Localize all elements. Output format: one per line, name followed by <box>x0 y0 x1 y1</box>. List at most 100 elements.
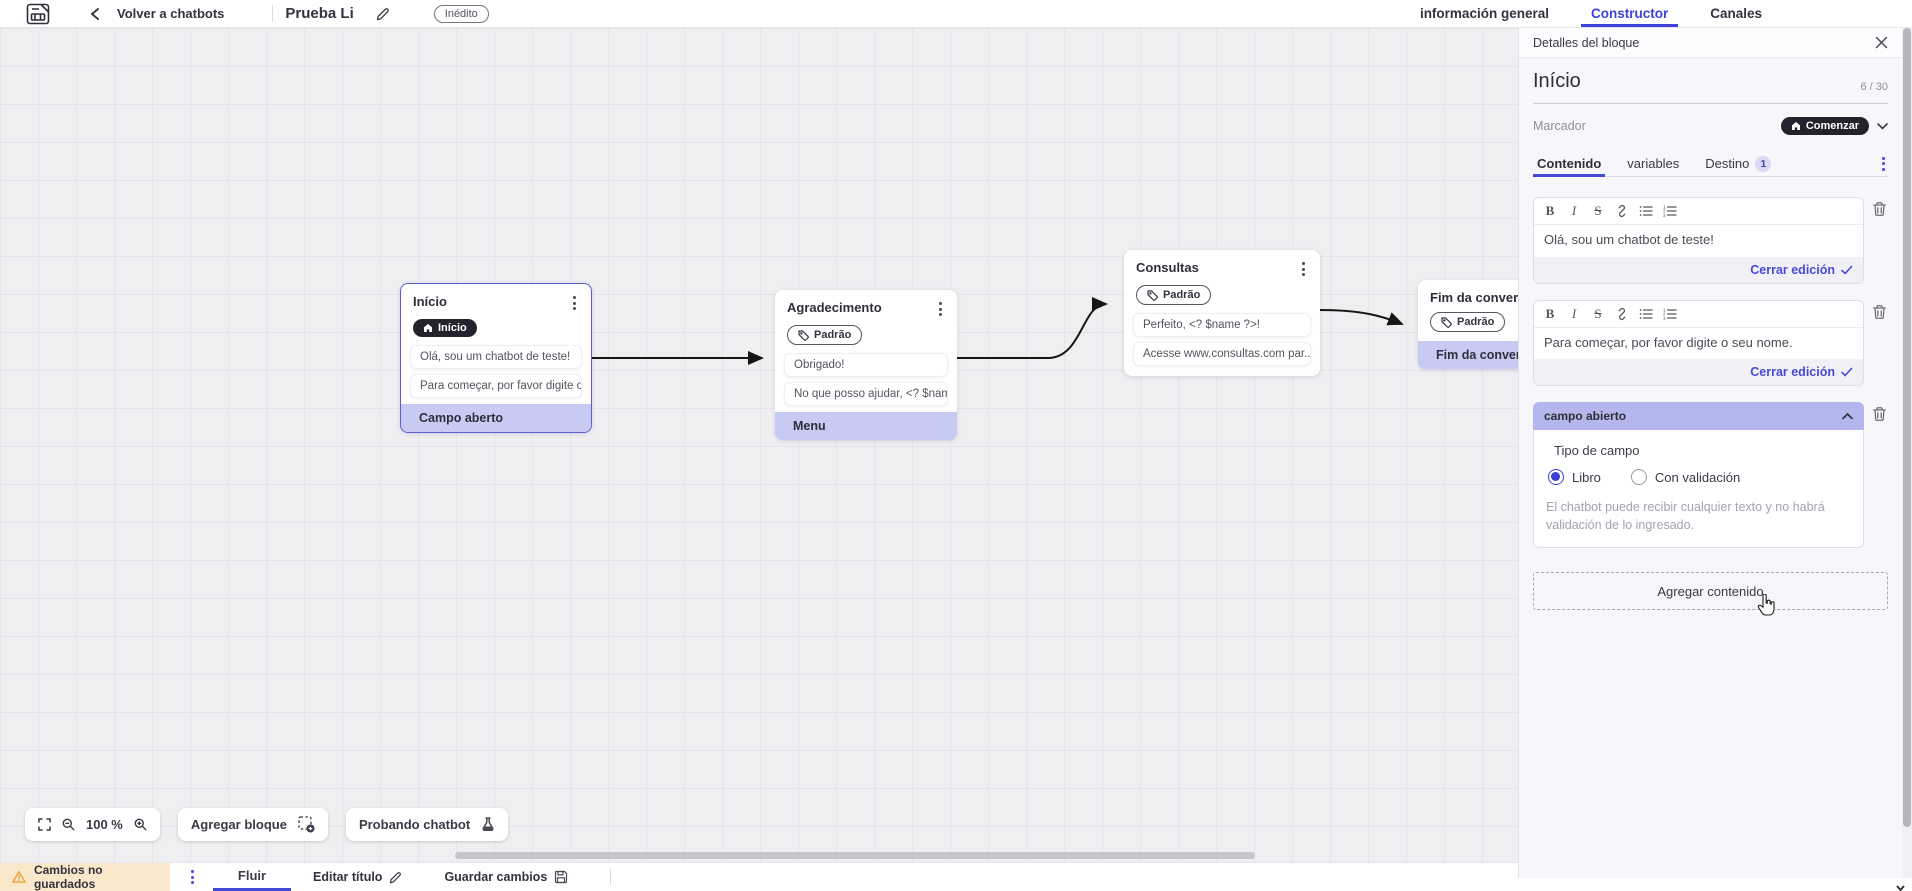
node-message-item[interactable]: Olá, sou um chatbot de teste! <box>411 346 581 368</box>
chevron-down-icon <box>1877 122 1888 130</box>
add-block-button[interactable]: Agregar bloque <box>177 808 328 841</box>
panel-tabs: Contenido variables Destino 1 <box>1532 151 1888 177</box>
open-field-header[interactable]: campo abierto <box>1533 402 1864 431</box>
destino-count-badge: 1 <box>1755 155 1772 172</box>
edit-title-button[interactable]: Editar título <box>313 863 402 891</box>
content-editor[interactable]: B I S <box>1533 299 1864 387</box>
bold-icon[interactable]: B <box>1545 203 1555 218</box>
node-inicio[interactable]: Início Início Olá, sou um chatbot de tes… <box>400 283 592 433</box>
tab-fluir[interactable]: Fluir <box>213 863 291 891</box>
ordered-list-icon[interactable]: 1 2 3 <box>1658 202 1682 220</box>
vertical-scrollbar[interactable] <box>1902 28 1912 878</box>
open-field-section: campo abierto Tipo de campo Libro <box>1533 402 1864 549</box>
radio-libro[interactable]: Libro <box>1548 469 1601 486</box>
edit-title-label: Editar título <box>313 870 383 884</box>
zoom-controls: 100 % <box>25 808 160 841</box>
marker-row: Marcador Comenzar <box>1533 117 1888 135</box>
node-badge: Padrão <box>1430 312 1506 332</box>
block-name[interactable]: Início <box>1533 70 1581 92</box>
tab-informacion-general[interactable]: información general <box>1419 6 1549 21</box>
strikethrough-icon[interactable]: S <box>1594 203 1602 218</box>
tab-canales[interactable]: Canales <box>1710 6 1762 21</box>
save-changes-button[interactable]: Guardar cambios <box>444 863 568 891</box>
radio-unselected-icon[interactable] <box>1630 469 1647 486</box>
close-edit-link[interactable]: Cerrar edición <box>1750 262 1835 277</box>
node-menu-icon[interactable] <box>1299 260 1308 278</box>
test-chatbot-button[interactable]: Probando chatbot <box>345 808 509 841</box>
edit-title-icon[interactable] <box>376 7 390 21</box>
zoom-out-icon[interactable] <box>62 818 75 831</box>
radio-selected-icon[interactable] <box>1548 469 1564 486</box>
flow-edges <box>592 297 1404 365</box>
svg-text:2: 2 <box>1663 209 1666 214</box>
node-agradecimento[interactable]: Agradecimento Padrão Obrigado! No que po… <box>775 290 957 440</box>
panel-menu-icon[interactable] <box>1879 155 1888 173</box>
bold-icon[interactable]: B <box>1545 305 1555 321</box>
delete-content-icon[interactable] <box>1872 304 1888 320</box>
node-badge: Início <box>413 319 477 337</box>
editor-text[interactable]: Para começar, por favor digite o seu nom… <box>1534 327 1804 360</box>
node-highlight-item[interactable]: Campo aberto <box>401 404 591 432</box>
node-title: Agradecimento <box>787 300 882 315</box>
open-field-title: campo abierto <box>1544 409 1627 424</box>
delete-content-icon[interactable] <box>1872 201 1888 217</box>
cursor-pointer <box>1756 593 1776 621</box>
node-message-item[interactable]: Obrigado! <box>785 354 947 376</box>
flow-canvas[interactable]: Início Início Olá, sou um chatbot de tes… <box>0 28 1518 862</box>
link-icon[interactable] <box>1610 305 1634 323</box>
tab-variables[interactable]: variables <box>1627 156 1680 171</box>
node-highlight-item[interactable]: Menu <box>775 412 957 440</box>
node-message-item[interactable]: No que posso ajudar, <? $name ... <box>785 383 947 405</box>
node-message-item[interactable]: Acesse www.consultas.com par... <box>1134 343 1310 365</box>
flow-menu-icon[interactable] <box>188 863 197 891</box>
content-editor[interactable]: B I S <box>1533 197 1864 284</box>
back-button[interactable] <box>90 7 101 21</box>
warning-icon <box>12 871 26 883</box>
close-edit-link[interactable]: Cerrar edición <box>1750 365 1835 380</box>
radio-con-validacion[interactable]: Con validación <box>1630 469 1740 486</box>
marker-select[interactable]: Comenzar <box>1780 117 1888 135</box>
horizontal-scrollbar[interactable] <box>455 852 1255 859</box>
app-logo-icon <box>26 3 50 25</box>
back-label[interactable]: Volver a chatbots <box>117 6 225 21</box>
tag-icon <box>1441 316 1452 328</box>
italic-icon[interactable]: I <box>1571 305 1577 321</box>
node-menu-icon[interactable] <box>570 294 579 312</box>
tab-destino[interactable]: Destino 1 <box>1705 151 1772 176</box>
node-message-item[interactable]: Perfeito, <? $name ?>! <box>1134 314 1310 336</box>
open-field-body: Tipo de campo Libro Con validación El ch… <box>1533 430 1864 549</box>
ordered-list-icon[interactable]: 1 2 3 <box>1658 305 1682 323</box>
radio-label: Libro <box>1572 469 1601 485</box>
tab-constructor[interactable]: Constructor <box>1580 0 1679 27</box>
block-name-field[interactable]: Início 6 / 30 <box>1533 70 1888 104</box>
chatbot-title: Prueba Li <box>285 5 354 22</box>
node-menu-icon[interactable] <box>936 300 945 318</box>
fit-view-icon[interactable] <box>38 818 51 831</box>
zoom-in-icon[interactable] <box>134 818 147 831</box>
test-chatbot-label: Probando chatbot <box>358 817 471 832</box>
node-message-item[interactable]: Para começar, por favor digite o ... <box>411 375 581 397</box>
bullet-list-icon[interactable] <box>1634 305 1658 323</box>
svg-text:1: 1 <box>1663 205 1666 210</box>
chevron-up-icon[interactable] <box>1842 412 1853 420</box>
bullet-list-icon[interactable] <box>1634 202 1658 220</box>
strikethrough-icon[interactable]: S <box>1594 305 1602 321</box>
italic-icon[interactable]: I <box>1571 203 1577 218</box>
node-consultas[interactable]: Consultas Padrão Perfeito, <? $name ?>! … <box>1124 250 1320 376</box>
close-icon[interactable] <box>1875 36 1888 49</box>
link-icon[interactable] <box>1610 202 1634 220</box>
vertical-scrollbar-thumb[interactable] <box>1903 28 1911 827</box>
node-highlight-item[interactable]: Fim da conversa <box>1418 341 1518 369</box>
editor-text[interactable]: Olá, sou um chatbot de teste! <box>1534 225 1863 257</box>
svg-text:3: 3 <box>1663 315 1666 319</box>
add-content-button[interactable]: Agregar contenido <box>1533 572 1888 616</box>
node-title: Fim da conversa <box>1430 290 1518 305</box>
node-badge: Padrão <box>1136 285 1212 305</box>
back-chevron-icon <box>90 7 99 20</box>
pencil-icon <box>390 871 402 883</box>
block-details-panel: Detalles del bloque Início 6 / 30 Marcad… <box>1518 28 1902 878</box>
node-fim-da-conversa[interactable]: Fim da conversa Padrão Fim da conversa <box>1418 280 1518 369</box>
tab-contenido[interactable]: Contenido <box>1532 151 1606 177</box>
delete-open-field-icon[interactable] <box>1872 406 1888 422</box>
check-icon <box>1841 265 1853 275</box>
